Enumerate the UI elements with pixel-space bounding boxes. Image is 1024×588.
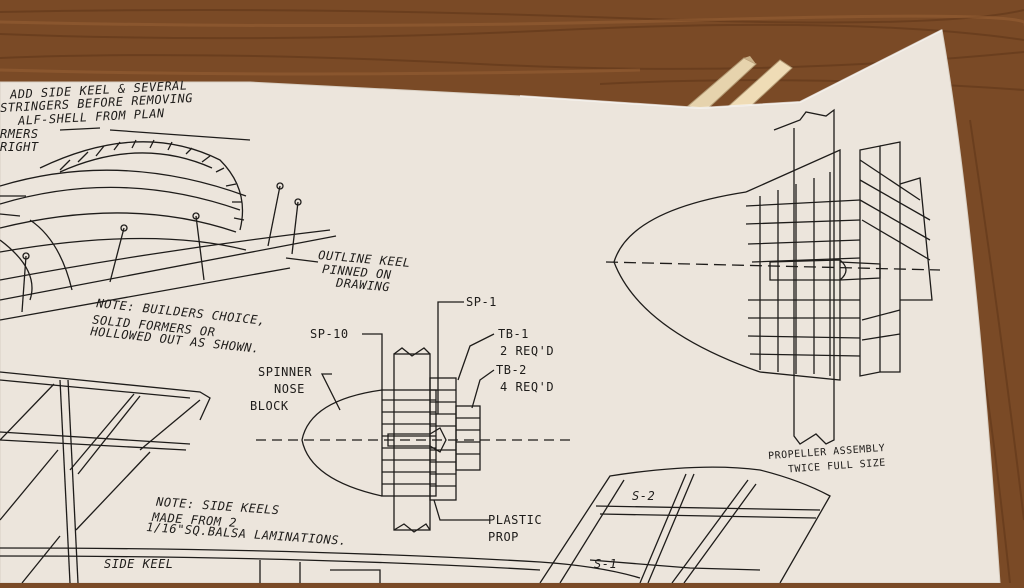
label-s1: S-1 xyxy=(594,557,618,571)
ink-lines xyxy=(0,108,941,584)
wood-grain xyxy=(0,9,1024,584)
note-side-keel: SIDE KEEL xyxy=(104,557,174,571)
label-prop: PROP xyxy=(488,530,519,544)
wing-frame xyxy=(0,371,641,584)
label-sp10: SP-10 xyxy=(310,327,349,341)
label-tb1: TB-1 xyxy=(498,327,529,341)
spinner-view xyxy=(256,347,570,533)
fuselage-shell xyxy=(0,127,337,321)
note-formers-line1: RMERS xyxy=(0,127,39,141)
label-sp1: SP-1 xyxy=(466,295,497,309)
label-tb2: TB-2 xyxy=(496,363,527,377)
wood-highlights xyxy=(0,14,1024,76)
propeller-assembly xyxy=(605,108,941,445)
label-tb1-req: 2 REQ'D xyxy=(500,344,555,358)
label-tb2-req: 4 REQ'D xyxy=(500,380,555,394)
label-block: BLOCK xyxy=(250,399,289,413)
note-formers-line2: RIGHT xyxy=(0,140,39,154)
tail-frame xyxy=(539,466,831,584)
label-spinner: SPINNER xyxy=(258,365,313,379)
label-plastic: PLASTIC xyxy=(488,513,543,527)
leaders xyxy=(320,301,495,521)
label-s2: S-2 xyxy=(632,489,656,503)
label-nose: NOSE xyxy=(274,382,305,396)
